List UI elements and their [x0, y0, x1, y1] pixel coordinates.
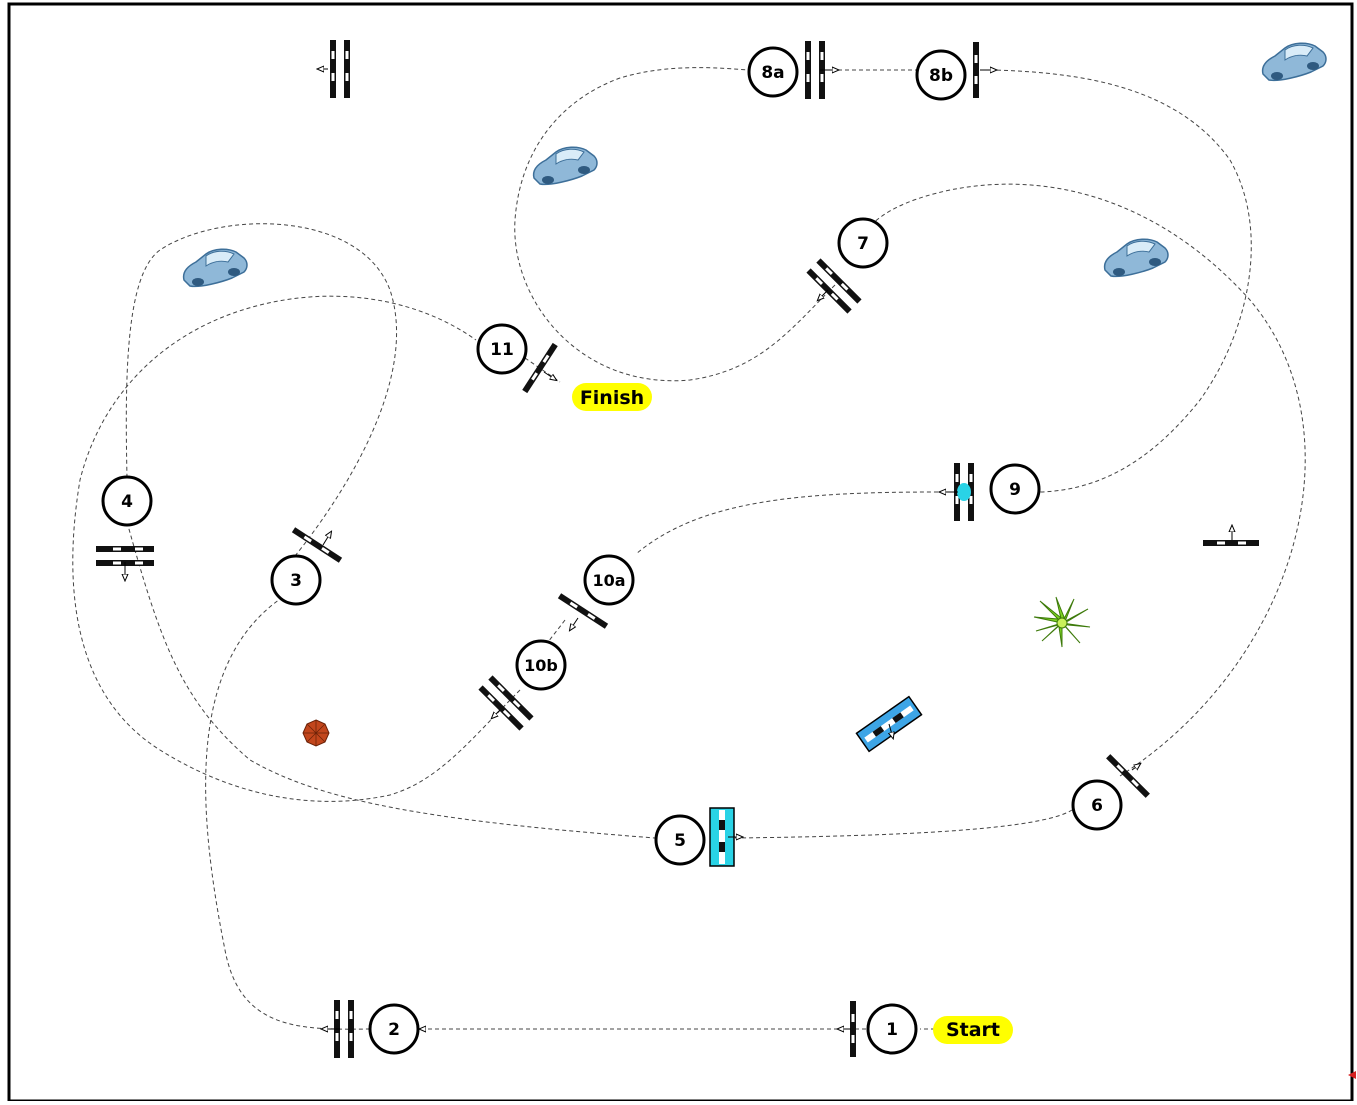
- checkpoint-4: 4: [101, 475, 153, 527]
- gate-11: [522, 342, 558, 394]
- car-icon: [1261, 42, 1327, 82]
- gate-top-left: [330, 40, 350, 98]
- checkpoint-label: 2: [388, 1020, 400, 1040]
- car-icon: [532, 146, 598, 186]
- checkpoint-label: 11: [490, 340, 514, 360]
- checkpoint-label: 7: [857, 234, 869, 254]
- finish-badge: Finish: [572, 383, 652, 411]
- checkpoint-label: 8a: [761, 63, 784, 83]
- start-label: Start: [946, 1019, 1000, 1041]
- finish-label: Finish: [580, 387, 644, 409]
- start-badge: Start: [933, 1016, 1013, 1044]
- route-path: [72, 67, 1306, 1030]
- checkpoint-8b: 8b: [915, 49, 967, 101]
- car-icon: [1103, 238, 1169, 278]
- checkpoint-5: 5: [654, 814, 706, 866]
- pylon-icon: [302, 719, 330, 747]
- checkpoint-3: 3: [270, 554, 322, 606]
- arrow-icon: [1348, 1071, 1356, 1079]
- checkpoint-label: 10b: [524, 656, 558, 675]
- checkpoint-9: 9: [989, 463, 1041, 515]
- checkpoints: 1 2 3 4 5 6 7 8a 8b 9 10a 10b 11: [101, 46, 1123, 1055]
- checkpoint-label: 8b: [929, 66, 953, 86]
- checkpoint-11: 11: [476, 323, 528, 375]
- bush-icon: [1033, 596, 1091, 648]
- gate-9: [954, 463, 974, 521]
- checkpoint-label: 9: [1009, 480, 1021, 500]
- checkpoint-label: 10a: [592, 571, 625, 590]
- car-icon: [182, 248, 248, 288]
- checkpoint-1: 1: [866, 1003, 918, 1055]
- checkpoint-2: 2: [368, 1003, 420, 1055]
- checkpoint-label: 4: [121, 492, 133, 512]
- checkpoint-10a: 10a: [583, 554, 635, 606]
- checkpoint-label: 3: [290, 571, 302, 591]
- course-border: [7, 2, 1354, 1103]
- checkpoint-7: 7: [837, 217, 889, 269]
- gate-right: [1203, 540, 1259, 546]
- checkpoint-6: 6: [1071, 779, 1123, 831]
- gate-8b: [973, 42, 979, 98]
- checkpoint-8a: 8a: [747, 46, 799, 98]
- checkpoint-label: 1: [886, 1020, 898, 1040]
- checkpoint-label: 6: [1091, 796, 1103, 816]
- checkpoint-10b: 10b: [515, 639, 567, 691]
- checkpoint-label: 5: [674, 831, 686, 851]
